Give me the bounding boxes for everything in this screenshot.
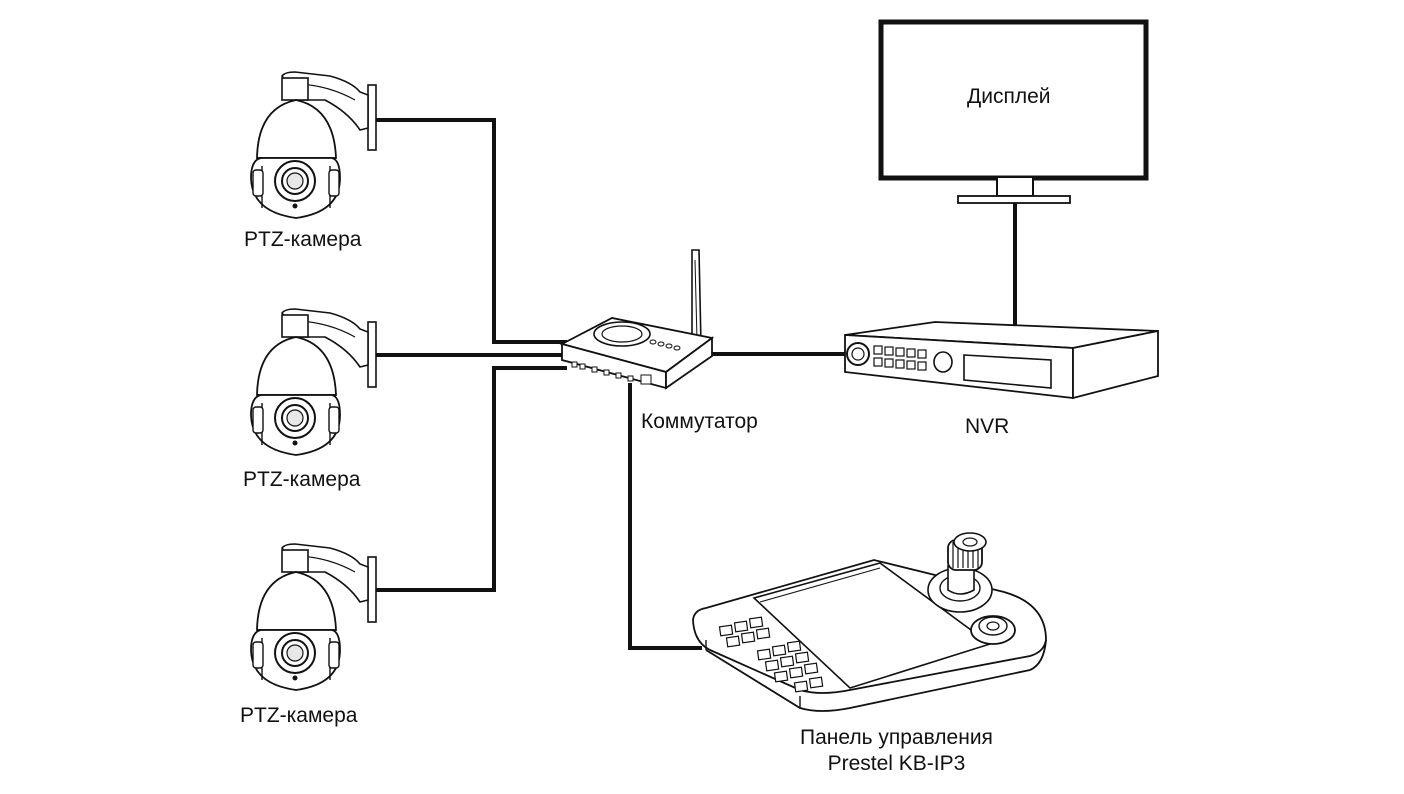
ptz-camera-icon (250, 543, 377, 691)
switch-label: Коммутатор (641, 410, 758, 433)
ptz-camera-icon (250, 71, 377, 219)
network-switch-icon (559, 249, 715, 390)
nvr-label: NVR (965, 415, 1010, 438)
link-camera1-switch (376, 118, 567, 344)
nvr-recorder-icon (844, 321, 1159, 400)
keyboard-label-line2: Prestel KB-IP3 (827, 752, 966, 776)
link-camera3-switch (376, 366, 567, 592)
display-label: Дисплей (967, 85, 1051, 108)
link-switch-keyboard (628, 383, 702, 650)
keyboard-label: Панель управления Prestel KB-IP3 (800, 725, 993, 778)
keyboard-label-line1: Панель управления (800, 726, 993, 749)
camera-3-label: PTZ-камера (240, 704, 358, 727)
ptz-camera-icon (250, 308, 377, 456)
connection-lines (376, 118, 1017, 650)
control-keyboard-icon (692, 532, 1047, 712)
camera-2-label: PTZ-камера (243, 468, 361, 491)
camera-1-label: PTZ-камера (244, 228, 362, 251)
monitor-icon (878, 19, 1149, 204)
